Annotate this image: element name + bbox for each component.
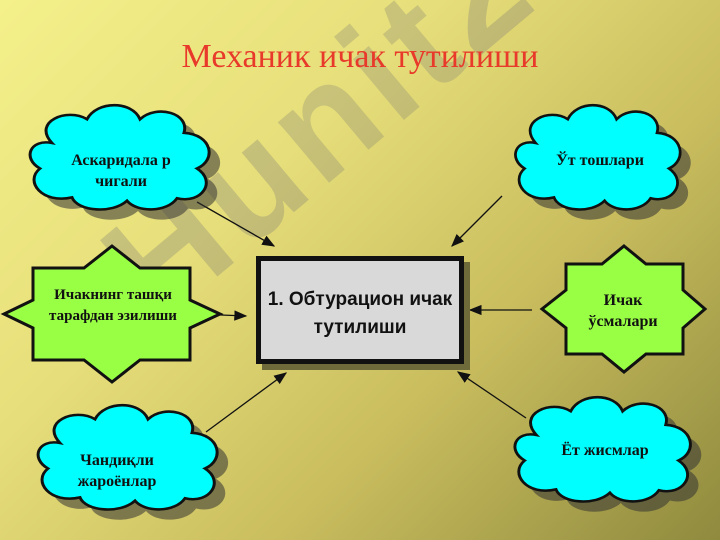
node-bottom-right: Ёт жисмлар xyxy=(561,442,649,459)
slide-title: Механик ичак тутилиши xyxy=(181,38,539,75)
arrow-top-right xyxy=(451,195,503,247)
star-mid-right xyxy=(539,244,708,374)
node-mid-right: Ичак ўсмалари xyxy=(588,292,658,330)
arrow-top-left xyxy=(196,201,276,247)
star-mid-left xyxy=(0,244,224,384)
node-mid-left: Ичакнинг ташқи тарафдан эзилиши xyxy=(49,287,177,324)
node-bottom-left: Чандиқли жароёнлар xyxy=(77,452,157,490)
node-top-left: Аскаридала р чигали xyxy=(71,152,171,190)
node-top-right: Ўт тошлари xyxy=(556,152,644,169)
arrow-bottom-right xyxy=(456,371,527,419)
center-label: 1. Обтурацион ичак тутилиши xyxy=(267,289,453,338)
center-box xyxy=(256,256,464,364)
arrow-bottom-left xyxy=(205,372,288,433)
